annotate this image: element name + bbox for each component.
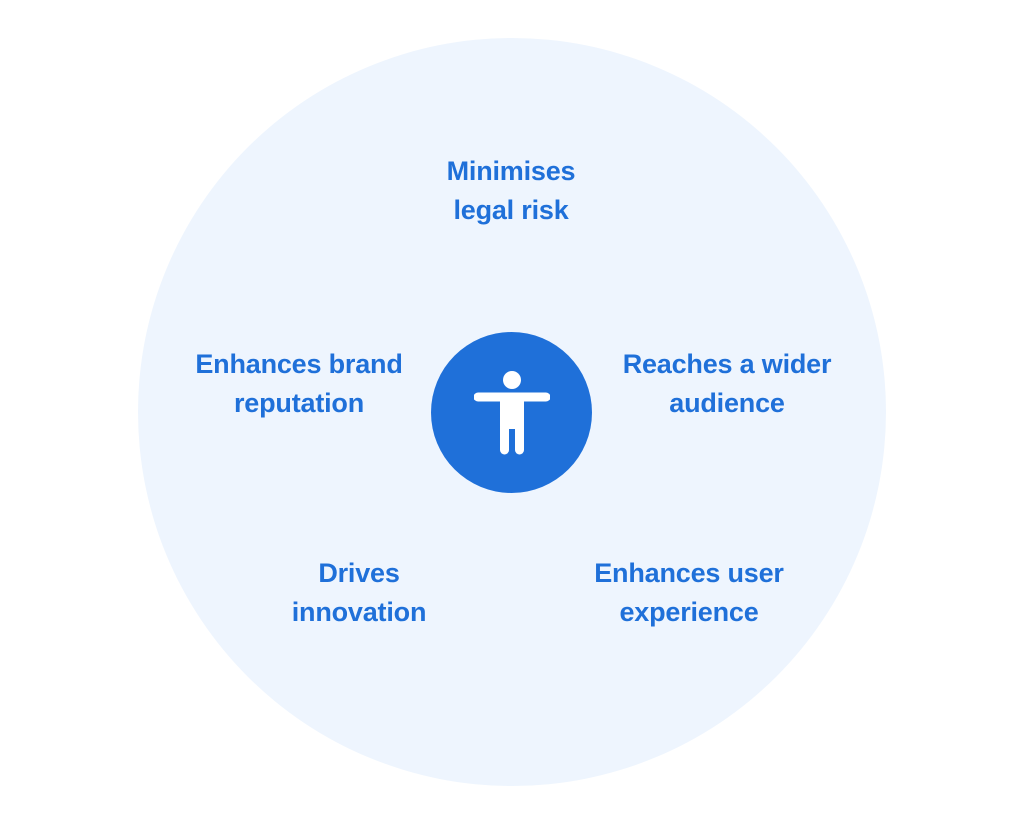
benefit-line: Reaches a wider [622, 349, 832, 379]
accessibility-badge [431, 332, 592, 493]
benefit-line: Drives [318, 558, 400, 588]
benefit-line: legal risk [453, 195, 569, 225]
benefit-reaches-wider-audience: Reaches a wider audience [597, 345, 857, 423]
benefit-line: Minimises [446, 156, 576, 186]
benefit-line: innovation [291, 597, 427, 627]
benefit-enhances-brand-reputation: Enhances brand reputation [169, 345, 429, 423]
benefit-line: reputation [234, 388, 364, 418]
accessibility-person-icon [473, 370, 550, 454]
benefit-drives-innovation: Drives innovation [229, 554, 489, 632]
benefit-line: Enhances user [594, 558, 784, 588]
benefit-line: experience [619, 597, 759, 627]
benefit-minimises-legal-risk: Minimises legal risk [381, 152, 641, 230]
benefit-line: audience [669, 388, 785, 418]
benefit-enhances-user-experience: Enhances user experience [559, 554, 819, 632]
benefit-line: Enhances brand [195, 349, 403, 379]
